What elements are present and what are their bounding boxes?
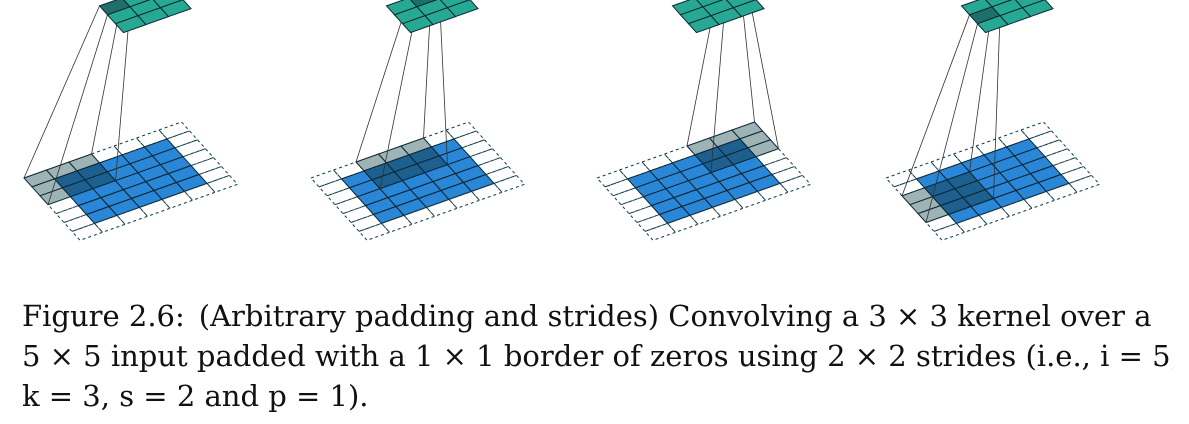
output-cell xyxy=(1014,0,1046,9)
conv-panel-3 xyxy=(596,0,812,241)
connector-line xyxy=(901,14,970,196)
output-cell xyxy=(439,0,471,9)
output-cell xyxy=(152,0,184,9)
figure-caption: Figure 2.6: (Arbitrary padding and stride… xyxy=(22,296,1172,416)
output-cell xyxy=(696,0,724,8)
output-cell xyxy=(159,0,192,18)
caption-line-2: 5 × 5 input padded with a 1 × 1 border o… xyxy=(22,339,1172,373)
caption-line-1: Figure 2.6: (Arbitrary padding and stride… xyxy=(22,296,1172,336)
output-cell-active xyxy=(410,0,438,8)
connector-line xyxy=(925,23,978,223)
output-cell xyxy=(732,0,765,18)
connector-line xyxy=(355,0,409,163)
connector-line xyxy=(993,15,1001,199)
caption-line-3: k = 3, s = 2 and p = 1). xyxy=(22,379,369,413)
connector-line xyxy=(115,6,131,181)
connector-line xyxy=(439,0,448,165)
connector-line xyxy=(710,0,726,173)
convolution-diagram xyxy=(23,0,1101,241)
connector-line xyxy=(969,6,993,172)
conv-panel-4 xyxy=(885,0,1101,241)
connector-line xyxy=(47,14,108,205)
connector-line xyxy=(23,5,100,179)
conv-panel-2 xyxy=(310,0,526,241)
output-cell xyxy=(446,0,479,18)
conv-panel-1 xyxy=(23,0,239,241)
caption-label: Figure 2.6: xyxy=(22,299,185,333)
output-cell xyxy=(985,0,1013,8)
output-cell xyxy=(123,0,151,8)
caption-text-1: (Arbitrary padding and strides) Convolvi… xyxy=(198,299,1152,333)
output-cell xyxy=(725,0,757,9)
connector-line xyxy=(379,6,418,189)
connector-line xyxy=(741,0,755,123)
connector-line xyxy=(749,0,779,149)
output-cell xyxy=(1021,0,1054,18)
